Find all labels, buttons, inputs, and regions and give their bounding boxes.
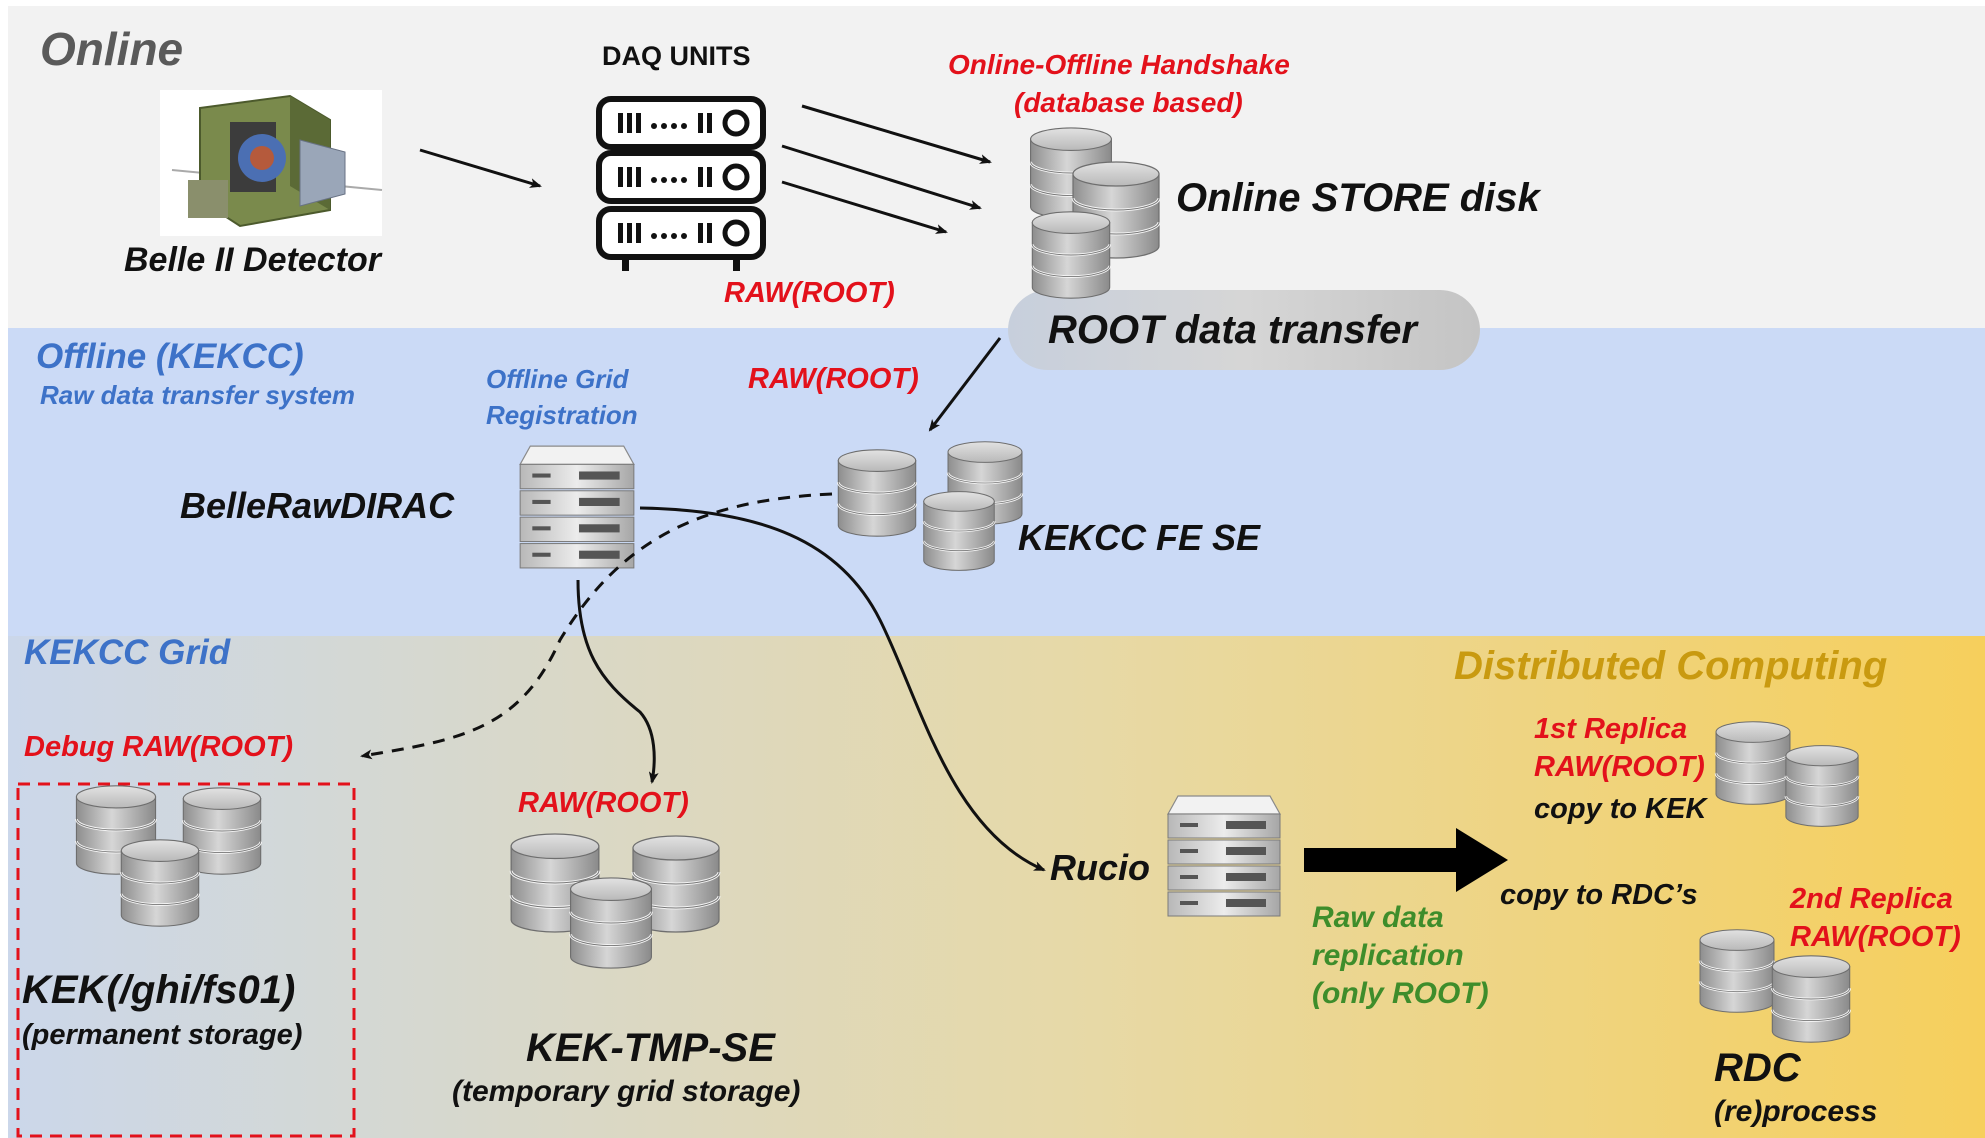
daq-to-store-arrow-3: [781, 180, 948, 234]
daq-to-store-arrow-1: [801, 104, 992, 164]
online-store-disk-label: Online STORE disk: [1176, 176, 1540, 220]
section-online-label: Online: [40, 23, 184, 75]
kek-permanent-label: (permanent storage): [22, 1019, 303, 1051]
handshake-line2: (database based): [1014, 87, 1243, 118]
belle-raw-dirac-server-icon: [519, 445, 635, 569]
daq-units-label: DAQ UNITS: [602, 41, 751, 71]
tmp-raw-root-label: RAW(ROOT): [518, 787, 689, 819]
section-kekcc-grid-label: KEKCC Grid: [24, 633, 231, 672]
section-offline-label: Offline (KEKCC): [36, 337, 304, 376]
replica1-line2: RAW(ROOT): [1534, 751, 1705, 783]
grid-registration-line1: Offline Grid: [486, 364, 629, 394]
root-transfer-pill: [1008, 290, 1480, 370]
rucio-label: Rucio: [1050, 847, 1151, 888]
kek-path-label: KEK(/ghi/fs01): [22, 968, 296, 1012]
dirac-to-tmp-se-arrow: [576, 579, 659, 784]
replication-line3: (only ROOT): [1312, 977, 1489, 1010]
kek-permanent-storage-box: [16, 782, 356, 1138]
replica2-line1: 2nd Replica: [1790, 883, 1953, 915]
dirac-to-rucio-arrow: [639, 506, 1046, 872]
replica1-line1: 1st Replica: [1534, 713, 1688, 745]
replica2-line2: RAW(ROOT): [1790, 921, 1961, 953]
handshake-line1: Online-Offline Handshake: [948, 49, 1290, 80]
replication-line1: Raw data: [1312, 901, 1444, 934]
rucio-server-icon: [1167, 795, 1281, 917]
reprocess-label: (re)process: [1714, 1095, 1878, 1128]
offline-raw-root-label: RAW(ROOT): [748, 363, 919, 395]
debug-raw-root-label: Debug RAW(ROOT): [24, 731, 294, 763]
replication-line2: replication: [1312, 939, 1464, 972]
replication-block-arrow: [1304, 828, 1508, 892]
transfer-to-fe-se-arrow: [928, 337, 1002, 432]
section-distributed-label: Distributed Computing: [1454, 644, 1888, 688]
detector-image: [160, 90, 383, 236]
rdc-label: RDC: [1714, 1046, 1801, 1090]
kek-tmp-se-sublabel: (temporary grid storage): [452, 1075, 801, 1108]
online-raw-root-label: RAW(ROOT): [724, 277, 895, 309]
detector-to-daq-arrow: [419, 148, 542, 188]
daq-units-icon: [599, 99, 763, 271]
grid-band: [8, 636, 1985, 1138]
root-data-transfer-label: ROOT data transfer: [1048, 308, 1417, 352]
kek-tmp-se-label: KEK-TMP-SE: [526, 1026, 775, 1070]
detector-label: Belle II Detector: [124, 241, 381, 279]
grid-registration-line2: Registration: [486, 400, 638, 430]
copy-to-rdc-label: copy to RDC’s: [1500, 879, 1698, 911]
flow-arrows: [360, 104, 1046, 872]
kekcc-fe-se-label: KEKCC FE SE: [1018, 517, 1261, 558]
daq-to-store-arrow-2: [781, 144, 982, 210]
fe-se-to-debug-dashed-arrow: [360, 492, 833, 760]
belle-raw-dirac-label: BelleRawDIRAC: [180, 485, 455, 526]
section-offline-sublabel: Raw data transfer system: [40, 380, 356, 410]
copy-to-kek-label: copy to KEK: [1534, 793, 1707, 825]
